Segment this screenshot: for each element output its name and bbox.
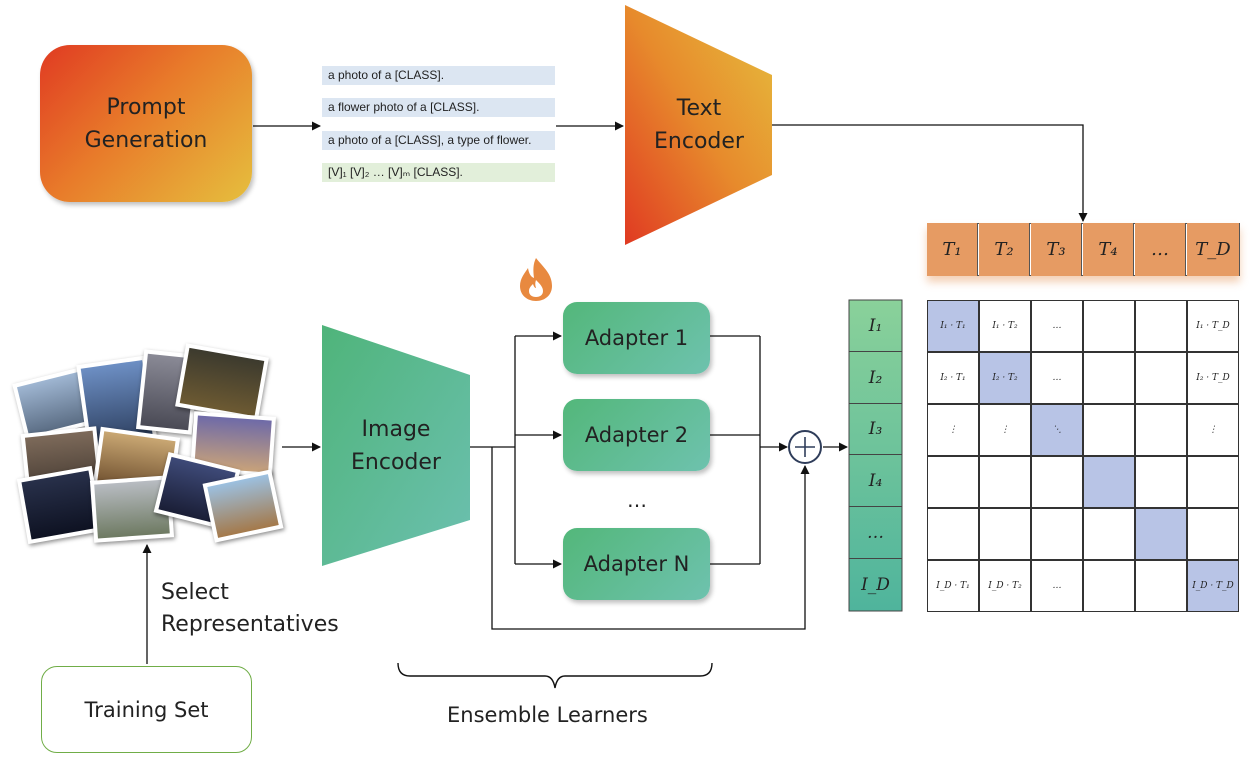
matrix-cell-1-0: I₂ · T₁ [927, 352, 979, 404]
matrix-cell-1-1: I₂ · T₂ [979, 352, 1031, 404]
matrix-cell-3-2 [1031, 456, 1083, 508]
text-feature-6: T_D [1187, 223, 1239, 276]
matrix-cell-5-3 [1083, 560, 1135, 612]
text-encoder-shape [625, 5, 772, 245]
image-feature-4: I₄ [849, 456, 902, 508]
matrix-cell-0-2: … [1031, 300, 1083, 352]
training-set-label: Training Set [84, 697, 209, 722]
adapter-n: Adapter N [563, 528, 710, 600]
image-feature-1: I₁ [849, 301, 902, 352]
text-encoder-label-line2: Encoder [654, 129, 744, 154]
prompt-template-2: a flower photo of a [CLASS]. [322, 98, 555, 117]
matrix-cell-1-5: I₂ · T_D [1187, 352, 1239, 404]
prompt-template-1: a photo of a [CLASS]. [322, 66, 555, 85]
sum-icon [788, 430, 822, 464]
matrix-cell-1-3 [1083, 352, 1135, 404]
matrix-cell-2-1: ⋮ [979, 404, 1031, 456]
adapter-1: Adapter 1 [563, 302, 710, 374]
matrix-cell-3-5 [1187, 456, 1239, 508]
photo-11 [202, 469, 284, 543]
image-feature-6: I_D [861, 575, 890, 595]
image-encoder-label: Image Encoder [335, 413, 457, 479]
text-feature-4: T₄ [1083, 223, 1134, 276]
matrix-cell-5-2: … [1031, 560, 1083, 612]
representative-images-collage [12, 342, 284, 547]
text-feature-5: … [1135, 223, 1186, 276]
text-feature-3: T₃ [1031, 223, 1082, 276]
matrix-cell-2-0: ⋮ [927, 404, 979, 456]
training-set-box: Training Set [41, 666, 252, 753]
matrix-cell-0-1: I₁ · T₂ [979, 300, 1031, 352]
image-feature-2: I₂ [849, 353, 902, 404]
prompt-generation-box: Prompt Generation [40, 45, 252, 202]
matrix-cell-3-0 [927, 456, 979, 508]
prompt-generation-label-line1: Prompt [106, 94, 186, 120]
text-encoder-label-line1: Text [676, 96, 722, 121]
matrix-cell-3-1 [979, 456, 1031, 508]
matrix-cell-5-4 [1135, 560, 1187, 612]
matrix-cell-4-0 [927, 508, 979, 560]
image-encoder-label-line2: Encoder [351, 450, 441, 475]
matrix-cell-0-5: I₁ · T_D [1187, 300, 1239, 352]
select-representatives-line1: Select [161, 580, 229, 605]
image-feature-5: … [849, 508, 902, 559]
prompt-template-learnable: [V]₁ [V]₂ … [V]ₘ [CLASS]. [322, 163, 555, 182]
text-encoder-label: Text Encoder [640, 92, 758, 158]
matrix-cell-2-4 [1135, 404, 1187, 456]
photo-8 [16, 465, 104, 545]
fire-icon [520, 258, 552, 301]
adapter-2: Adapter 2 [563, 399, 710, 471]
matrix-cell-2-3 [1083, 404, 1135, 456]
image-encoder-label-line1: Image [361, 417, 431, 442]
adapter-2-label: Adapter 2 [584, 423, 689, 447]
ensemble-brace [397, 662, 713, 689]
matrix-cell-5-0: I_D · T₁ [927, 560, 979, 612]
matrix-cell-5-5: I_D · T_D [1187, 560, 1239, 612]
matrix-cell-3-4 [1135, 456, 1187, 508]
matrix-cell-4-4 [1135, 508, 1187, 560]
matrix-cell-5-1: I_D · T₂ [979, 560, 1031, 612]
matrix-cell-4-3 [1083, 508, 1135, 560]
text-feature-2: T₂ [979, 223, 1030, 276]
select-representatives-line2: Representatives [161, 612, 339, 637]
image-feature-3: I₃ [849, 404, 902, 456]
matrix-cell-0-4 [1135, 300, 1187, 352]
prompt-template-3: a photo of a [CLASS], a type of flower. [322, 131, 555, 150]
matrix-cell-4-2 [1031, 508, 1083, 560]
matrix-cell-1-2: … [1031, 352, 1083, 404]
select-representatives-label: Select Representatives [161, 577, 339, 641]
matrix-cell-3-3 [1083, 456, 1135, 508]
adapter-1-label: Adapter 1 [584, 326, 689, 350]
adapter-n-label: Adapter N [583, 552, 690, 576]
matrix-cell-1-4 [1135, 352, 1187, 404]
matrix-cell-4-5 [1187, 508, 1239, 560]
ensemble-learners-label: Ensemble Learners [447, 703, 648, 727]
adapter-ellipsis: … [627, 488, 647, 512]
prompt-generation-label-line2: Generation [84, 127, 208, 153]
matrix-cell-4-1 [979, 508, 1031, 560]
text-feature-1: T₁ [927, 223, 978, 276]
matrix-cell-0-3 [1083, 300, 1135, 352]
matrix-cell-2-5: ⋮ [1187, 404, 1239, 456]
image-encoder-shape [322, 325, 470, 566]
matrix-cell-0-0: I₁ · T₁ [927, 300, 979, 352]
matrix-cell-2-2: ⋱ [1031, 404, 1083, 456]
